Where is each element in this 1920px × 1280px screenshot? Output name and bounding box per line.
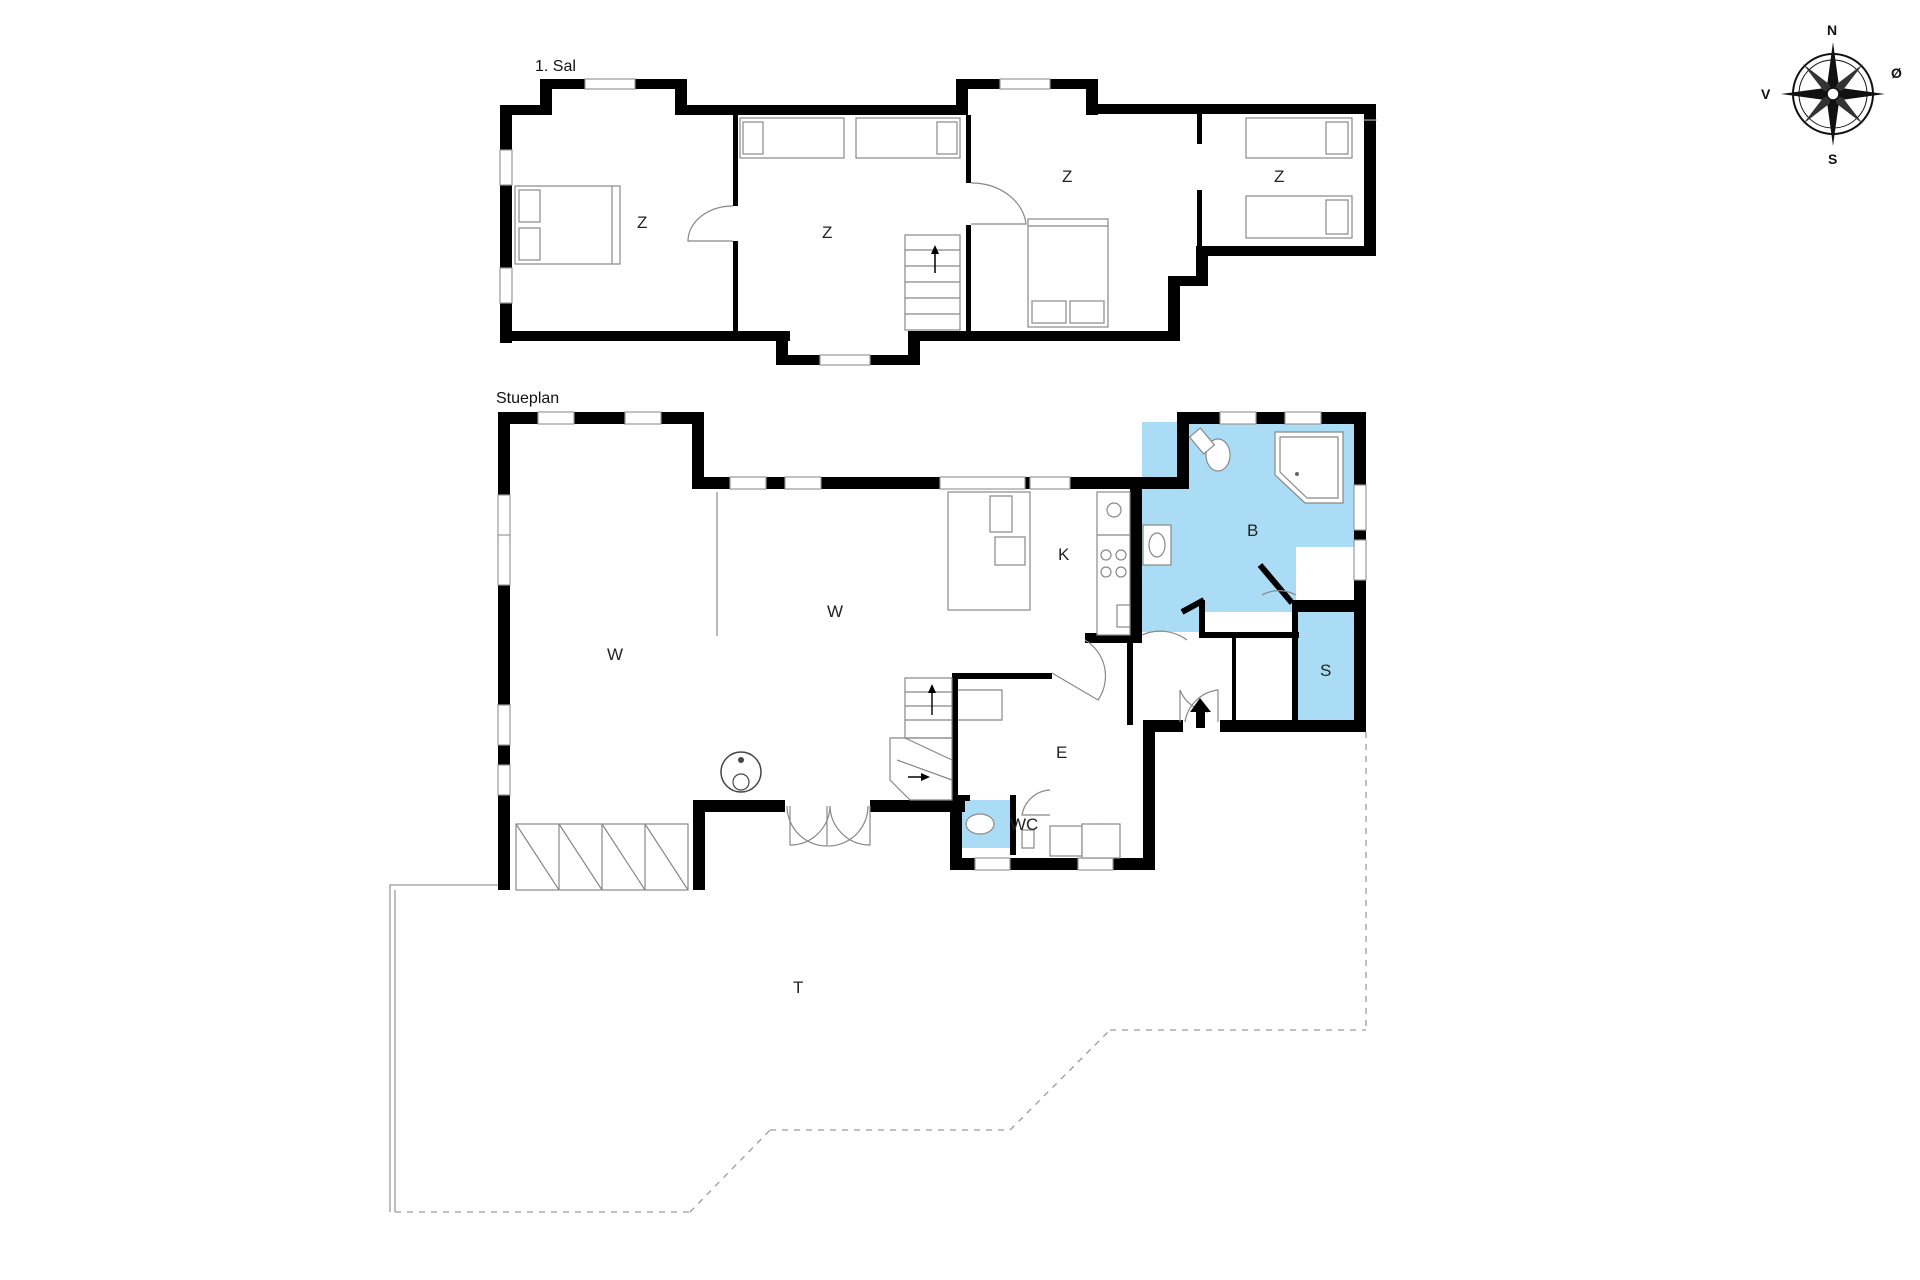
terrace [389,732,1367,1213]
room-label-bedroom: Z [1274,167,1284,186]
room-label-toilet: WC [1010,815,1038,834]
upper-floor-stairs [904,234,961,331]
upper-floor-beds [514,117,1353,328]
bathroom-fixtures [1142,427,1344,566]
upper-floor-windows [499,78,1377,366]
wood-stove-icon [720,751,762,793]
upper-floor-doors [687,182,1027,242]
toilet-room-fixtures [965,813,1121,859]
stove-icon [1100,549,1112,561]
ground-floor-doors [786,589,1297,847]
ground-floor-label: Stueplan [496,390,559,407]
room-label-living: W [827,602,843,621]
room-label-entrance: E [1056,743,1067,762]
room-label-kitchen: K [1058,545,1070,564]
kitchen-fixtures [947,491,1131,636]
compass-south-label: S [1828,151,1837,167]
room-label-bedroom: Z [637,213,647,232]
terrace-double-door [789,805,871,846]
sink-icon [994,536,1026,566]
room-label-terrace: T [793,978,803,997]
toilet-icon [965,813,995,835]
room-label-storage: S [1320,661,1331,680]
upper-floor: 1. Sal [499,58,1377,366]
bathtub-icon [1274,431,1344,504]
compass-rose-icon: N S V Ø [1761,22,1902,167]
entrance-arrow-icon [1190,698,1211,728]
compass-north-label: N [1827,22,1837,38]
room-label-bathroom: B [1247,521,1258,540]
room-label-bedroom: Z [822,223,832,242]
ground-floor-windows [497,411,1367,871]
storage-area [1294,612,1356,720]
room-label-living: W [607,645,623,664]
ground-floor: Stueplan [389,390,1367,1213]
compass-east-label: Ø [1891,65,1902,81]
compass-west-label: V [1761,86,1771,102]
patio-doors [515,823,689,891]
room-label-bedroom: Z [1062,167,1072,186]
ground-floor-stairs [889,677,1003,801]
upper-floor-label: 1. Sal [535,58,576,75]
